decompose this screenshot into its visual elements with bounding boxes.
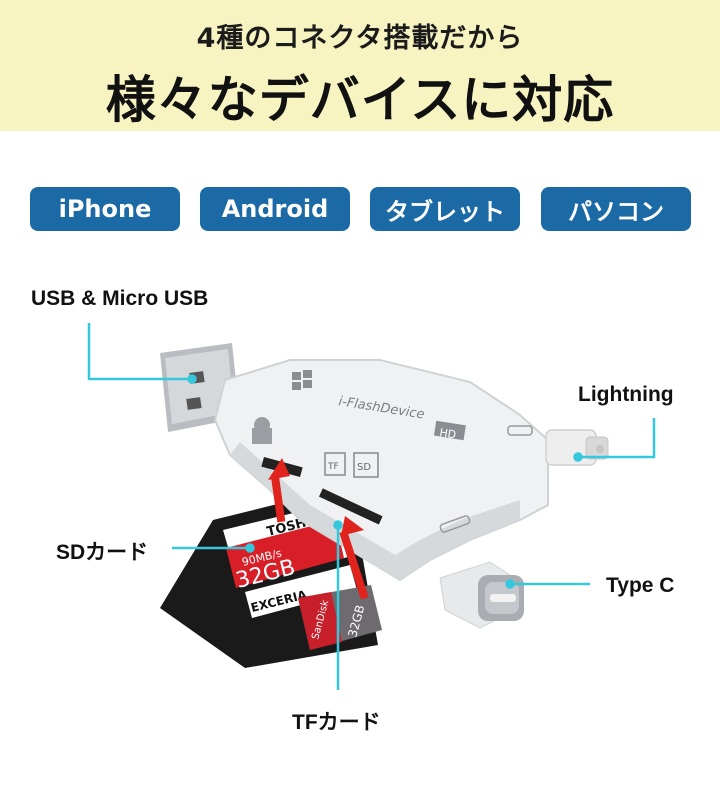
label-tf: TFカード bbox=[292, 711, 381, 734]
label-sd: SDカード bbox=[56, 541, 149, 564]
device-body: i-FlashDevice HD TF SD bbox=[160, 343, 609, 629]
header-title: 様々なデバイスに対応 bbox=[105, 71, 615, 129]
device-pill-iphone: iPhone bbox=[30, 187, 180, 231]
callout-lines bbox=[87, 323, 656, 690]
label-typec: Type C bbox=[606, 574, 675, 597]
tf-card: SanDisk 32GB bbox=[298, 585, 382, 650]
header-banner: 4種のコネクタ搭載だから 様々なデバイスに対応 bbox=[0, 0, 720, 131]
device-badge: HD bbox=[439, 426, 458, 441]
insert-arrows bbox=[268, 458, 369, 600]
device-pill-pc: パソコン bbox=[541, 187, 691, 231]
label-lightning: Lightning bbox=[578, 383, 674, 406]
slot-tf-label: TF bbox=[327, 462, 339, 472]
device-pill-tablet: タブレット bbox=[370, 187, 520, 231]
header-subtitle: 4種のコネクタ搭載だから bbox=[196, 23, 524, 54]
label-usb: USB & Micro USB bbox=[31, 287, 209, 310]
device-pill-android: Android bbox=[200, 187, 350, 231]
slot-sd-label: SD bbox=[357, 462, 371, 473]
